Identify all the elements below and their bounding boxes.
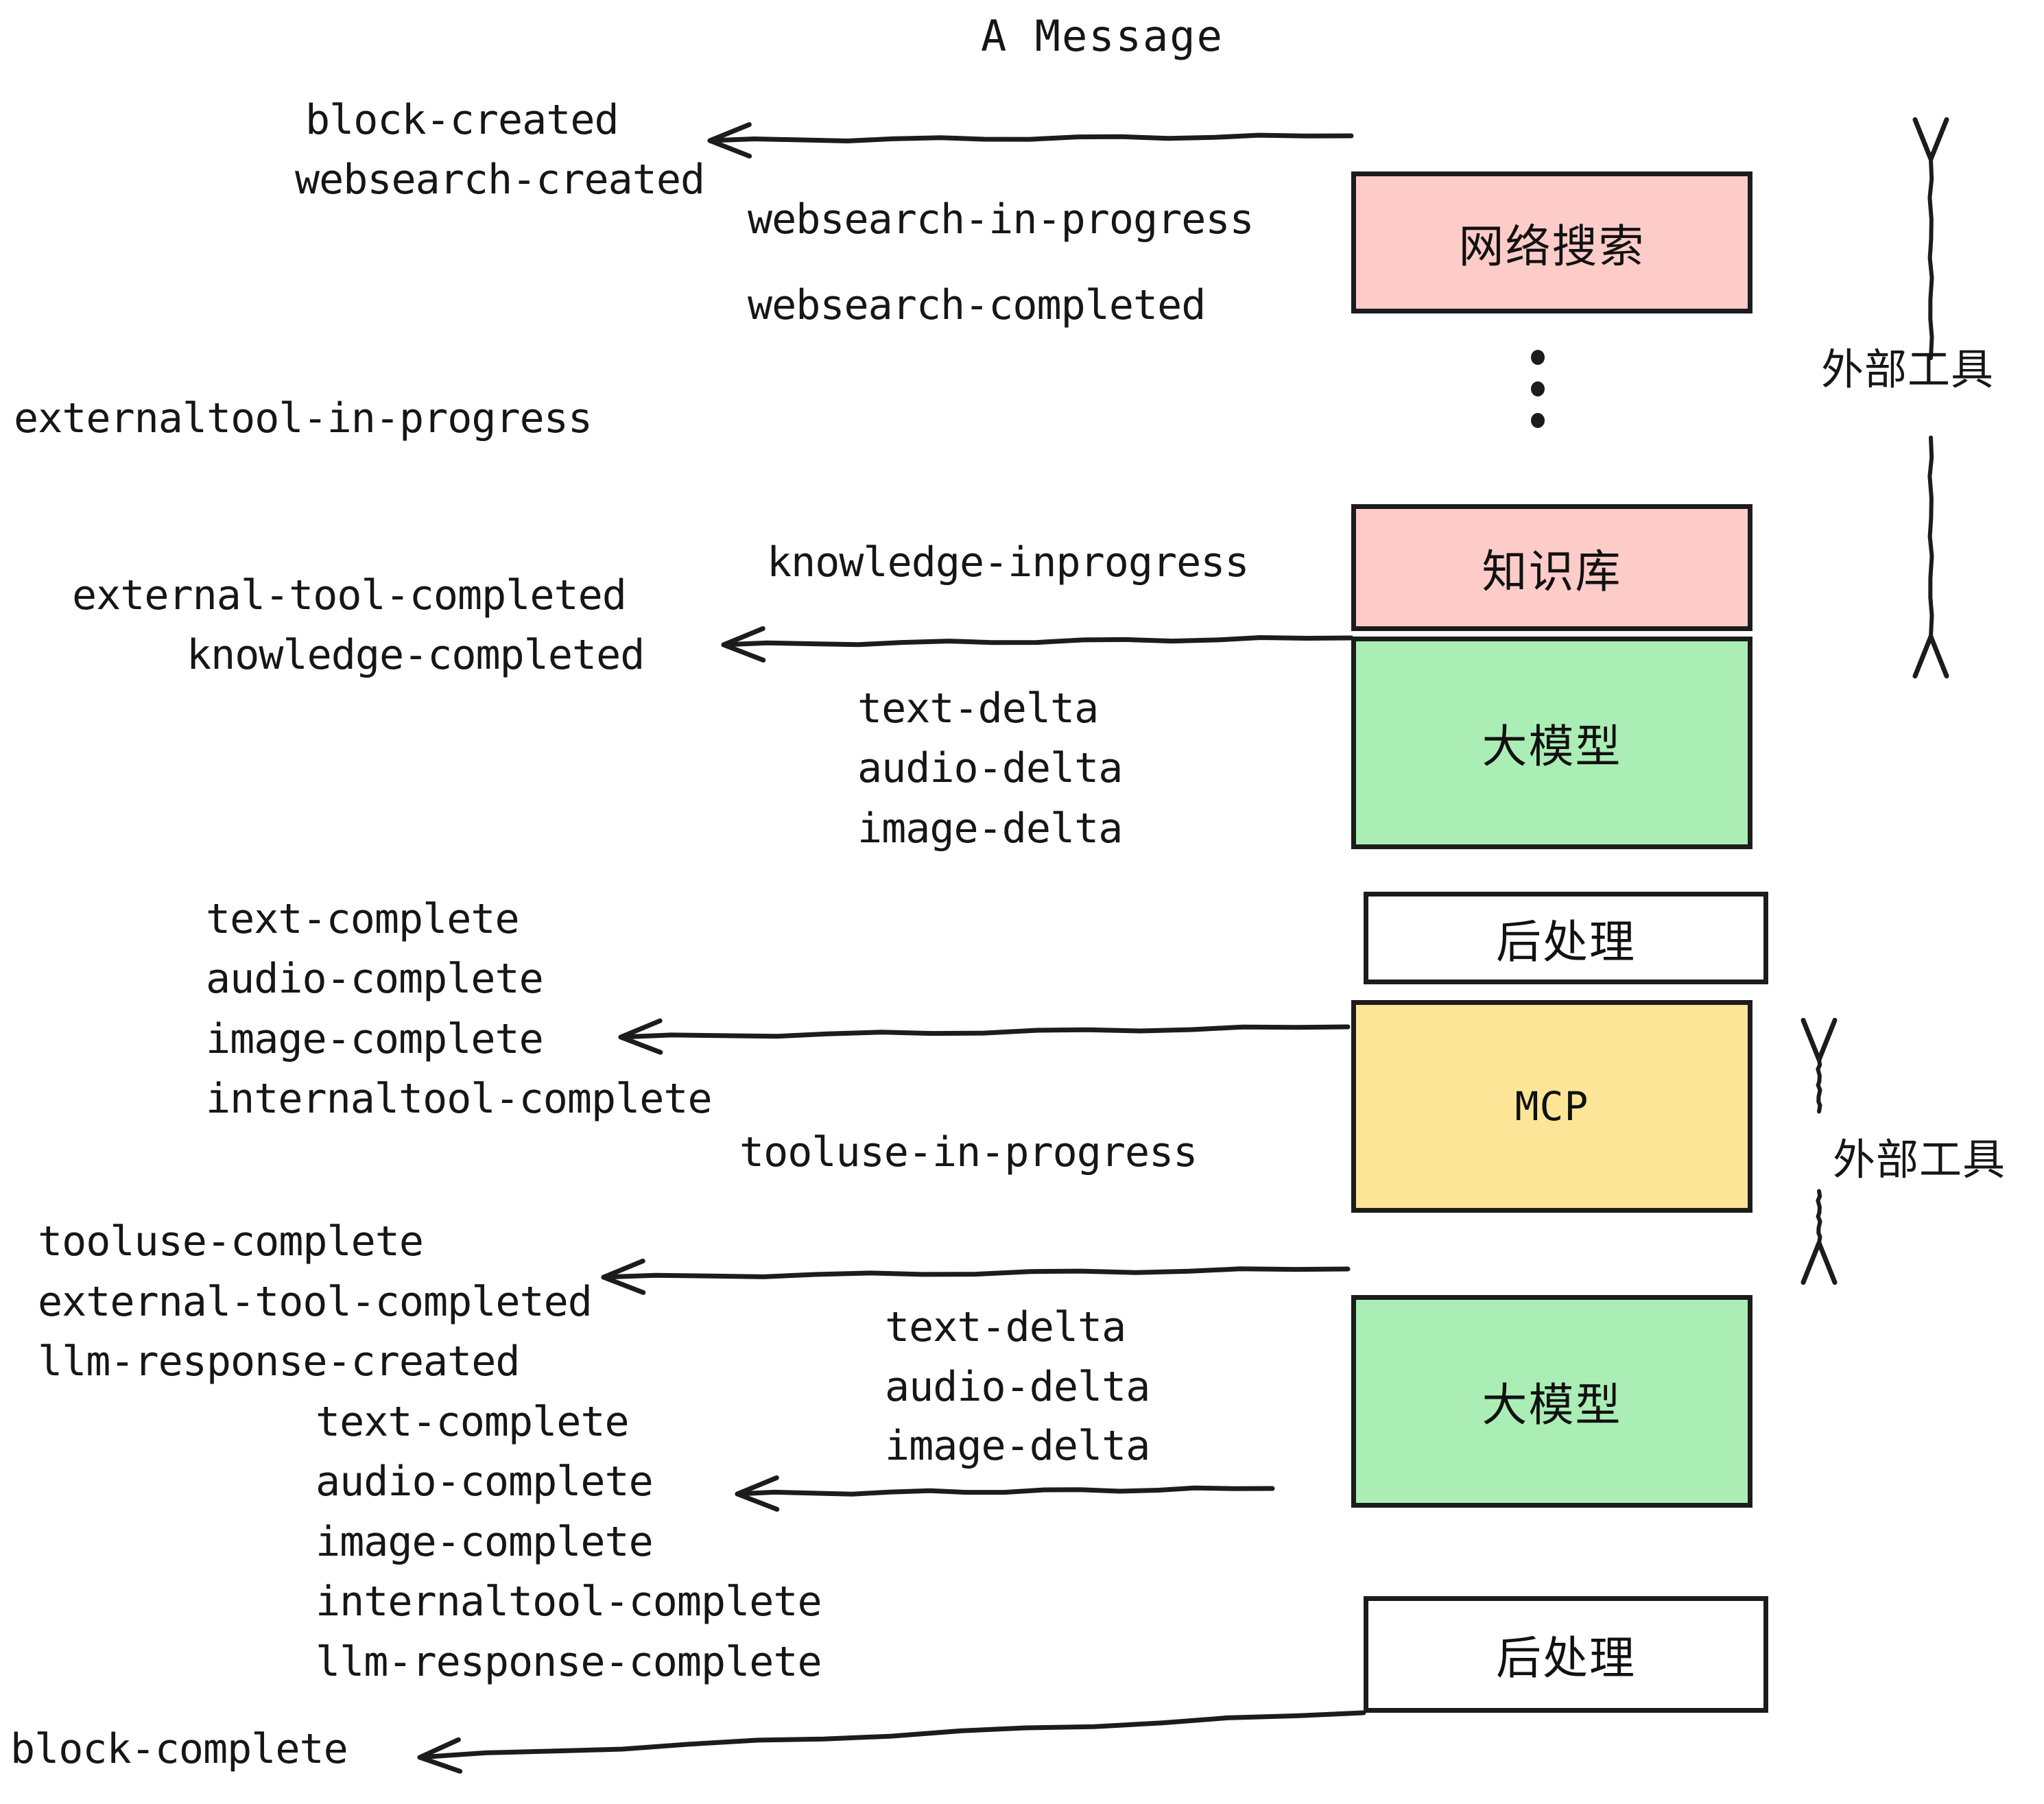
event-label-block-created: block-created xyxy=(305,96,619,144)
event-label-websearch-completed: websearch-completed xyxy=(748,281,1206,329)
component-box-websearch: 网络搜索 xyxy=(1351,171,1752,313)
event-label-image-delta-2: image-delta xyxy=(885,1422,1150,1470)
component-box-llm-bottom: 大模型 xyxy=(1351,1295,1752,1508)
component-box-mcp: MCP xyxy=(1351,1000,1752,1213)
event-label-websearch-created: websearch-created xyxy=(295,156,705,204)
component-box-postprocess-top: 后处理 xyxy=(1364,892,1768,984)
double-arrow-seg-1-external-tools-top-arrow xyxy=(1927,436,1934,639)
arrow-head-image-complete-arrow xyxy=(618,1018,663,1055)
event-label-llm-response-created: llm-response-created xyxy=(38,1338,520,1386)
arrow-knowledge-completed-arrow xyxy=(721,634,1354,648)
arrow-line-knowledge-completed-arrow xyxy=(721,634,1354,648)
event-label-image-complete-1: image-complete xyxy=(206,1015,544,1063)
event-label-audio-delta-2: audio-delta xyxy=(885,1363,1150,1411)
arrow-head-tooluse-complete-arrow xyxy=(601,1258,646,1295)
event-label-audio-delta-1: audio-delta xyxy=(857,744,1123,792)
double-arrow-head-up-external-tools-top-arrow xyxy=(1912,117,1949,162)
component-box-postprocess-bottom: 后处理 xyxy=(1364,1596,1768,1713)
event-label-tooluse-in-progress: tooluse-in-progress xyxy=(739,1128,1198,1176)
event-label-knowledge-inprogress: knowledge-inprogress xyxy=(767,538,1249,586)
event-label-image-complete-2: image-complete xyxy=(316,1518,654,1566)
event-label-text-delta-2: text-delta xyxy=(885,1303,1126,1351)
event-label-tooluse-complete: tooluse-complete xyxy=(38,1218,424,1266)
component-box-knowledge-base: 知识库 xyxy=(1351,504,1752,631)
arrow-image-complete-arrow xyxy=(618,1024,1351,1040)
event-label-image-delta-1: image-delta xyxy=(857,805,1123,853)
double-arrow-seg-1-external-tools-bottom-arrow xyxy=(1816,1189,1822,1245)
double-arrow-seg-0-external-tools-top-arrow xyxy=(1927,157,1934,360)
arrow-tooluse-complete-arrow xyxy=(601,1266,1351,1280)
double-arrow-external-tools-bottom-arrow xyxy=(1816,1058,1822,1245)
event-label-internaltool-complete-2: internaltool-complete xyxy=(316,1578,822,1626)
arrow-line-audio-complete-arrow xyxy=(735,1485,1275,1497)
arrow-head-block-complete-arrow xyxy=(417,1737,463,1774)
arrow-line-tooluse-complete-arrow xyxy=(601,1266,1351,1280)
arrow-line-block-created-arrow xyxy=(707,132,1354,144)
side-label-external-tools-top: 外部工具 xyxy=(1821,344,1995,394)
double-arrow-seg-0-external-tools-bottom-arrow xyxy=(1816,1058,1822,1114)
page-title: A Message xyxy=(981,11,1224,61)
ellipsis-dot-2 xyxy=(1531,381,1545,396)
event-label-internaltool-complete-1: internaltool-complete xyxy=(206,1075,713,1123)
event-label-websearch-in-progress: websearch-in-progress xyxy=(748,195,1255,244)
side-label-external-tools-bottom: 外部工具 xyxy=(1833,1135,2006,1185)
event-label-knowledge-completed: knowledge-completed xyxy=(187,631,645,679)
component-box-llm-top: 大模型 xyxy=(1351,637,1752,849)
ellipsis-dot-1 xyxy=(1531,350,1545,365)
event-label-text-complete-2: text-complete xyxy=(316,1398,630,1446)
event-label-text-delta-1: text-delta xyxy=(857,685,1099,733)
double-arrow-external-tools-top-arrow xyxy=(1927,157,1934,639)
event-label-external-tool-completed-2: external-tool-completed xyxy=(38,1278,593,1326)
arrow-head-knowledge-completed-arrow xyxy=(721,626,766,663)
arrow-head-block-created-arrow xyxy=(707,122,752,159)
event-label-text-complete-1: text-complete xyxy=(206,895,520,943)
arrow-block-created-arrow xyxy=(707,132,1354,144)
arrow-line-block-complete-arrow xyxy=(417,1710,1366,1760)
ellipsis-dot-3 xyxy=(1531,413,1545,428)
arrow-head-audio-complete-arrow xyxy=(735,1475,780,1512)
arrow-block-complete-arrow xyxy=(417,1710,1366,1760)
arrow-audio-complete-arrow xyxy=(735,1485,1275,1497)
event-label-audio-complete-1: audio-complete xyxy=(206,955,544,1003)
event-label-llm-response-complete: llm-response-complete xyxy=(316,1638,822,1686)
event-label-external-tool-completed-1: external-tool-completed xyxy=(72,571,627,619)
event-label-audio-complete-2: audio-complete xyxy=(316,1458,654,1506)
event-label-block-complete: block-complete xyxy=(10,1725,348,1773)
double-arrow-head-up-external-tools-bottom-arrow xyxy=(1801,1017,1838,1063)
arrow-line-image-complete-arrow xyxy=(618,1024,1351,1040)
double-arrow-head-down-external-tools-bottom-arrow xyxy=(1801,1240,1838,1285)
double-arrow-head-down-external-tools-top-arrow xyxy=(1912,634,1949,679)
event-label-externaltool-in-progress: externaltool-in-progress xyxy=(14,394,593,442)
